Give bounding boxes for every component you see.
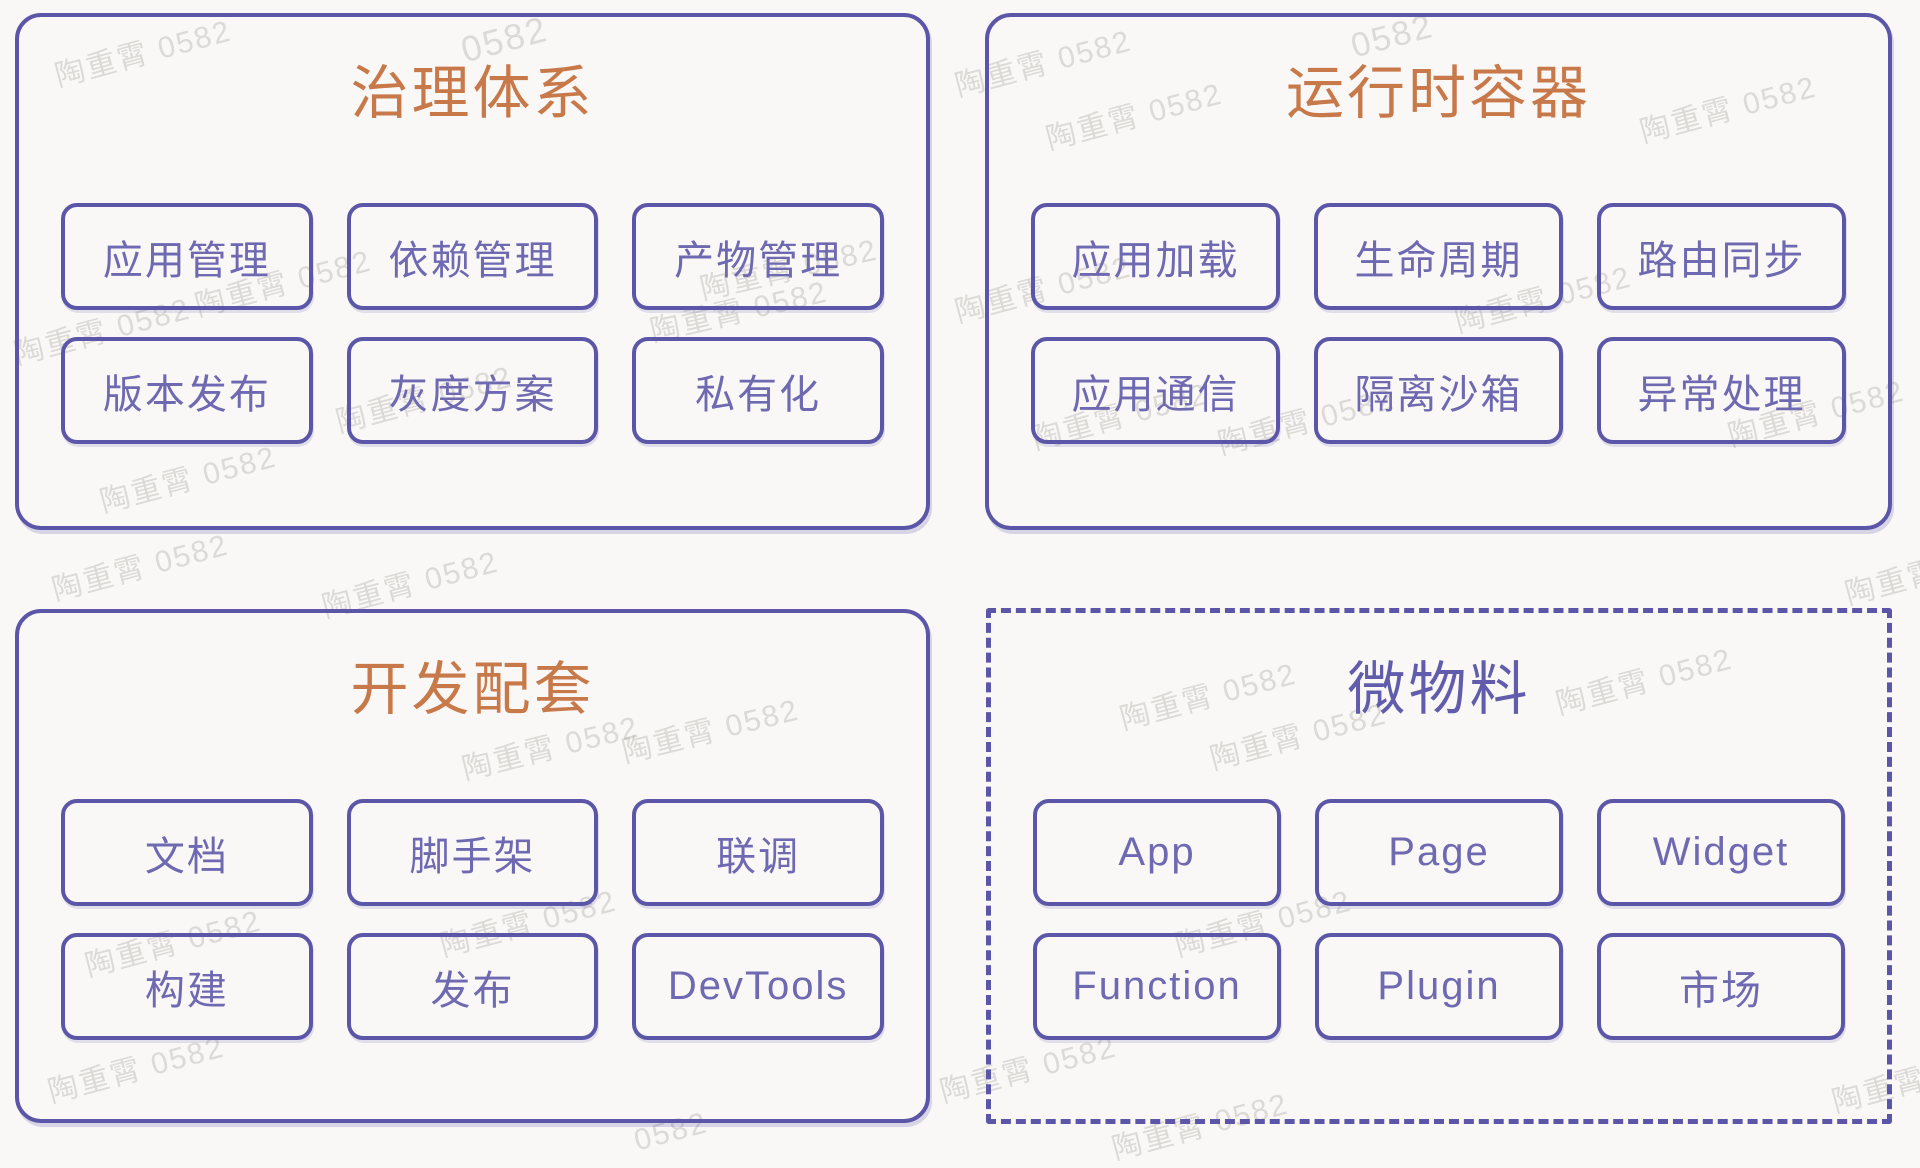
diagram-box: 隔离沙箱 — [1314, 337, 1563, 444]
diagram-box-label: Widget — [1652, 830, 1790, 874]
panel-box-grid: 应用管理 依赖管理 产物管理 版本发布 灰度方案 私有化 — [61, 203, 884, 444]
diagram-box: App — [1033, 799, 1281, 906]
diagram-box-label: 私有化 — [695, 372, 822, 417]
diagram-box: 版本发布 — [61, 337, 313, 444]
diagram-box: 路由同步 — [1597, 203, 1846, 310]
diagram-box-label: 异常处理 — [1637, 372, 1806, 417]
diagram-box-label: 应用管理 — [102, 238, 271, 283]
diagram-box: DevTools — [632, 933, 884, 1040]
diagram-box: 构建 — [61, 933, 313, 1040]
diagram-box: 市场 — [1597, 933, 1845, 1040]
diagram-box-label: 灰度方案 — [388, 372, 557, 417]
diagram-box-label: Page — [1388, 830, 1490, 874]
diagram-box: 联调 — [632, 799, 884, 906]
diagram-box-label: 依赖管理 — [388, 238, 557, 283]
diagram-box: 应用通信 — [1031, 337, 1280, 444]
diagram-box: 脚手架 — [346, 799, 599, 906]
diagram-box: 私有化 — [632, 337, 884, 444]
diagram-box: Function — [1033, 933, 1281, 1040]
diagram-box-label: Plugin — [1377, 964, 1501, 1008]
diagram-box: Plugin — [1315, 933, 1563, 1040]
panel-title: 微物料 — [1347, 657, 1531, 722]
diagram-box-label: 市场 — [1679, 968, 1763, 1013]
watermark-text: 陶重霄 0582 — [1841, 533, 1920, 612]
panel-runtime-container: 运行时容器 应用加载 生命周期 路由同步 应用通信 隔离沙箱 异常处理 — [985, 13, 1892, 530]
diagram-box-label: 脚手架 — [409, 834, 536, 879]
diagram-box-label: 联调 — [716, 834, 801, 879]
diagram-box: 应用管理 — [61, 203, 313, 310]
diagram-box-label: 文档 — [144, 834, 229, 879]
diagram-box: Page — [1315, 799, 1563, 906]
panel-governance: 治理体系 应用管理 依赖管理 产物管理 版本发布 灰度方案 私有化 — [15, 13, 930, 530]
diagram-box: 异常处理 — [1597, 337, 1846, 444]
panel-dev-support: 开发配套 文档 脚手架 联调 构建 发布 DevTools — [15, 609, 930, 1123]
diagram-box-label: 构建 — [144, 968, 229, 1013]
diagram-box-label: 发布 — [430, 968, 515, 1013]
diagram-box: 产物管理 — [632, 203, 884, 310]
diagram-box-label: App — [1118, 830, 1196, 874]
diagram-box-label: 生命周期 — [1354, 238, 1523, 283]
diagram-box-label: 隔离沙箱 — [1354, 372, 1523, 417]
panel-title: 运行时容器 — [1285, 61, 1591, 126]
diagram-box: 发布 — [346, 933, 599, 1040]
diagram-box: 文档 — [61, 799, 313, 906]
diagram-box-label: 路由同步 — [1637, 238, 1806, 283]
diagram-box: 应用加载 — [1031, 203, 1280, 310]
diagram-box: 灰度方案 — [346, 337, 599, 444]
diagram-box-label: 应用加载 — [1071, 238, 1240, 283]
diagram-box-label: Function — [1072, 964, 1242, 1008]
diagram-box: Widget — [1597, 799, 1845, 906]
diagram-box-label: 产物管理 — [674, 238, 843, 283]
watermark-text: 陶重霄 0582 — [48, 528, 233, 608]
diagram-box: 依赖管理 — [346, 203, 599, 310]
panel-box-grid: 文档 脚手架 联调 构建 发布 DevTools — [61, 799, 884, 1040]
panel-title: 开发配套 — [350, 657, 595, 722]
diagram-box-label: DevTools — [667, 964, 849, 1008]
panel-box-grid: App Page Widget Function Plugin 市场 — [1033, 799, 1845, 1040]
diagram-box: 生命周期 — [1314, 203, 1563, 310]
panel-title: 治理体系 — [350, 61, 595, 126]
diagram-box-label: 应用通信 — [1071, 372, 1240, 417]
panel-micro-materials: 微物料 App Page Widget Function Plugin 市场 — [986, 608, 1892, 1124]
diagram-box-label: 版本发布 — [102, 372, 271, 417]
panel-box-grid: 应用加载 生命周期 路由同步 应用通信 隔离沙箱 异常处理 — [1031, 203, 1846, 444]
